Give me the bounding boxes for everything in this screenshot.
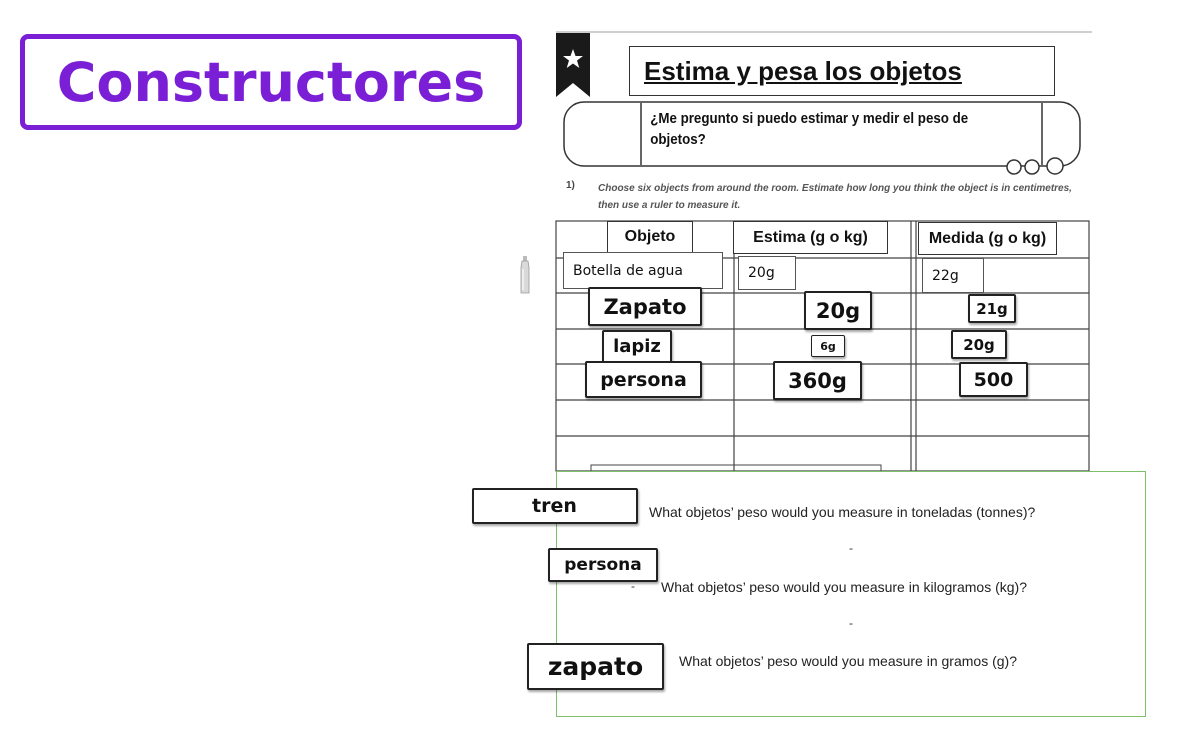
example-object: Botella de agua (563, 252, 723, 289)
dash-2: - (631, 579, 635, 593)
header-estimate: Estima (g o kg) (733, 221, 888, 254)
answer-grams-tile[interactable]: zapato (527, 643, 664, 690)
team-title: Constructores (56, 50, 486, 114)
row3-object-tile[interactable]: persona (585, 361, 702, 398)
worksheet-title: Estima y pesa los objetos (644, 55, 962, 86)
example-estimate: 20g (738, 256, 796, 290)
team-title-box: Constructores (20, 34, 522, 130)
question-grams: What objetos’ peso would you measure in … (679, 653, 1017, 669)
row1-object-tile[interactable]: Zapato (588, 287, 702, 326)
water-bottle-icon (520, 256, 530, 294)
instruction-text: Choose six objects from around the room.… (598, 183, 1072, 211)
answer-kilograms-tile[interactable]: persona (548, 548, 658, 582)
dash-1: - (849, 541, 853, 555)
row3-estimate-tile[interactable]: 360g (773, 361, 862, 400)
row2-estimate-tile[interactable]: 6g (811, 335, 845, 357)
worksheet-top-border (556, 31, 1092, 33)
answer-tonnes-tile[interactable]: tren (472, 488, 638, 524)
instruction-number: 1) (566, 180, 575, 191)
row2-object-tile[interactable]: lapiz (602, 330, 672, 363)
question-kilograms: What objetos’ peso would you measure in … (661, 579, 1027, 595)
row1-estimate-tile[interactable]: 20g (804, 291, 872, 330)
question-tonnes: What objetos’ peso would you measure in … (649, 504, 1036, 520)
worksheet-title-box: Estima y pesa los objetos (629, 46, 1055, 96)
header-object: Objeto (607, 221, 693, 253)
dash-3: - (849, 616, 853, 630)
row2-measure-tile[interactable]: 20g (951, 330, 1007, 359)
star-icon (556, 33, 590, 97)
header-measure: Medida (g o kg) (918, 222, 1057, 255)
row3-measure-tile[interactable]: 500 (959, 362, 1028, 397)
worksheet-question: ¿Me pregunto si puedo estimar y medir el… (650, 111, 969, 148)
row1-measure-tile[interactable]: 21g (968, 294, 1016, 323)
example-measure: 22g (922, 258, 984, 293)
question-banner (563, 101, 1081, 175)
